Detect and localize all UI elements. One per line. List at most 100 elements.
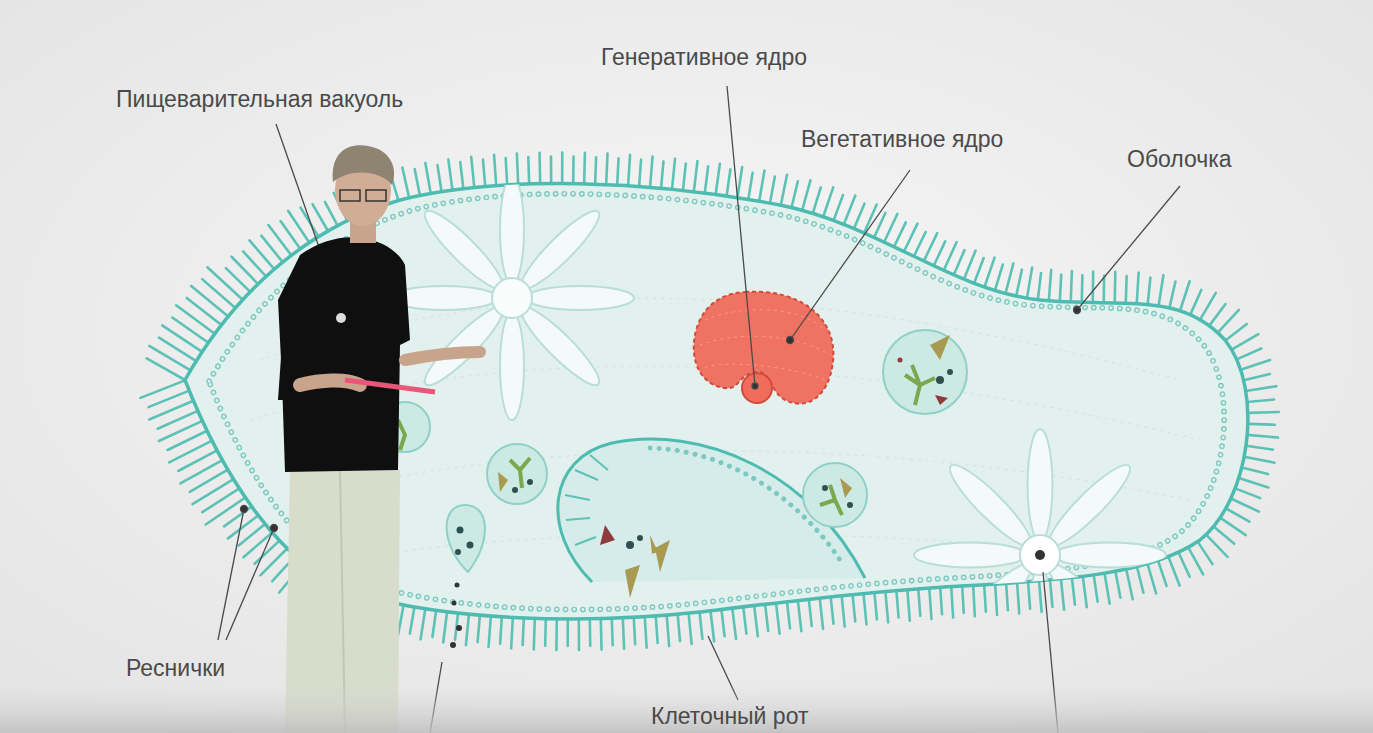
cilium <box>1147 564 1156 594</box>
vacuole-channel <box>1041 457 1138 554</box>
cilium <box>1214 527 1235 544</box>
food-vacuole <box>803 463 867 527</box>
vacuole-channel <box>1054 543 1166 568</box>
cilium <box>951 587 953 618</box>
cilium <box>599 619 602 650</box>
cilium <box>402 168 409 198</box>
cilium <box>566 619 569 646</box>
cilium <box>661 161 663 188</box>
cilium <box>820 598 823 629</box>
cilium <box>544 619 547 646</box>
part-label: Генеративное ядро <box>598 44 810 70</box>
cilium <box>1159 275 1164 306</box>
cilium <box>683 164 686 191</box>
cilium <box>759 171 764 202</box>
cilium <box>844 196 855 225</box>
cilium <box>623 618 624 649</box>
cilium <box>1080 275 1083 302</box>
player-bar <box>0 685 1373 733</box>
cilium <box>313 204 328 231</box>
cilium <box>1005 263 1013 293</box>
cilium <box>147 358 185 380</box>
cilium <box>864 204 877 232</box>
vacuole-pore <box>1035 550 1045 560</box>
cilium <box>494 155 496 186</box>
cilium <box>448 159 452 190</box>
cilium <box>260 548 287 575</box>
cilium <box>202 279 235 308</box>
cilium <box>500 617 502 644</box>
cilium <box>606 154 607 185</box>
nucleus-texture <box>700 310 830 380</box>
groove-food <box>600 525 670 598</box>
cilium <box>1072 578 1075 605</box>
cilium <box>421 609 426 640</box>
cilium <box>577 619 580 650</box>
cilium <box>1016 270 1022 296</box>
cilium <box>1198 542 1213 565</box>
part-label: Пищеварительная вакуоль <box>113 86 406 112</box>
cilium <box>781 175 787 205</box>
cilium <box>140 380 185 397</box>
vacuole-channel <box>417 203 510 296</box>
cilium <box>694 161 698 192</box>
cilium <box>1060 275 1061 302</box>
cilium <box>202 488 239 512</box>
cilium <box>1231 498 1259 511</box>
cilium <box>904 224 918 252</box>
vacuole-channel <box>417 299 510 392</box>
cilium <box>1028 582 1030 609</box>
cilium <box>169 441 212 463</box>
cilium <box>854 204 864 229</box>
cilium <box>748 173 752 200</box>
cilium <box>1180 281 1190 310</box>
cilium <box>1115 571 1120 598</box>
cilium <box>610 618 613 645</box>
cilium <box>634 617 635 644</box>
cilium <box>770 177 775 204</box>
cilium <box>1241 360 1270 370</box>
cilium <box>834 195 843 220</box>
cilium <box>325 202 338 226</box>
cilium <box>732 608 736 639</box>
contractile-vacuole <box>914 429 1166 681</box>
cilium <box>929 588 931 619</box>
cilium <box>1218 310 1239 333</box>
cilium <box>555 619 558 650</box>
cilium <box>907 590 909 621</box>
cilium <box>974 258 984 283</box>
cilium <box>964 250 976 279</box>
cilium <box>176 305 215 334</box>
cilium <box>823 187 833 216</box>
cilium <box>787 602 790 629</box>
cilium <box>1126 569 1133 599</box>
cilium <box>483 160 485 187</box>
cilium <box>1244 374 1270 380</box>
cilium <box>1239 478 1269 487</box>
cilium <box>1209 304 1225 326</box>
cilium <box>954 250 965 275</box>
cilium <box>1235 488 1260 498</box>
cilium <box>864 594 867 625</box>
cilium <box>727 169 731 196</box>
cilium <box>689 613 692 644</box>
cilium <box>656 616 658 643</box>
cilium <box>1206 535 1227 557</box>
cilium <box>1232 334 1259 350</box>
cilium <box>410 607 415 634</box>
cilium <box>924 233 937 261</box>
cilium <box>885 592 888 623</box>
groove-cilia <box>565 455 608 545</box>
cilium <box>471 157 474 188</box>
cilium <box>478 615 480 642</box>
cilium <box>650 156 653 187</box>
cilium <box>1190 290 1201 315</box>
cilium <box>1105 573 1110 604</box>
cilium <box>1248 411 1279 414</box>
cilium <box>710 611 714 642</box>
cilium <box>207 267 242 300</box>
cilium <box>1226 508 1250 521</box>
presenter <box>278 145 480 733</box>
cilium <box>172 318 208 343</box>
